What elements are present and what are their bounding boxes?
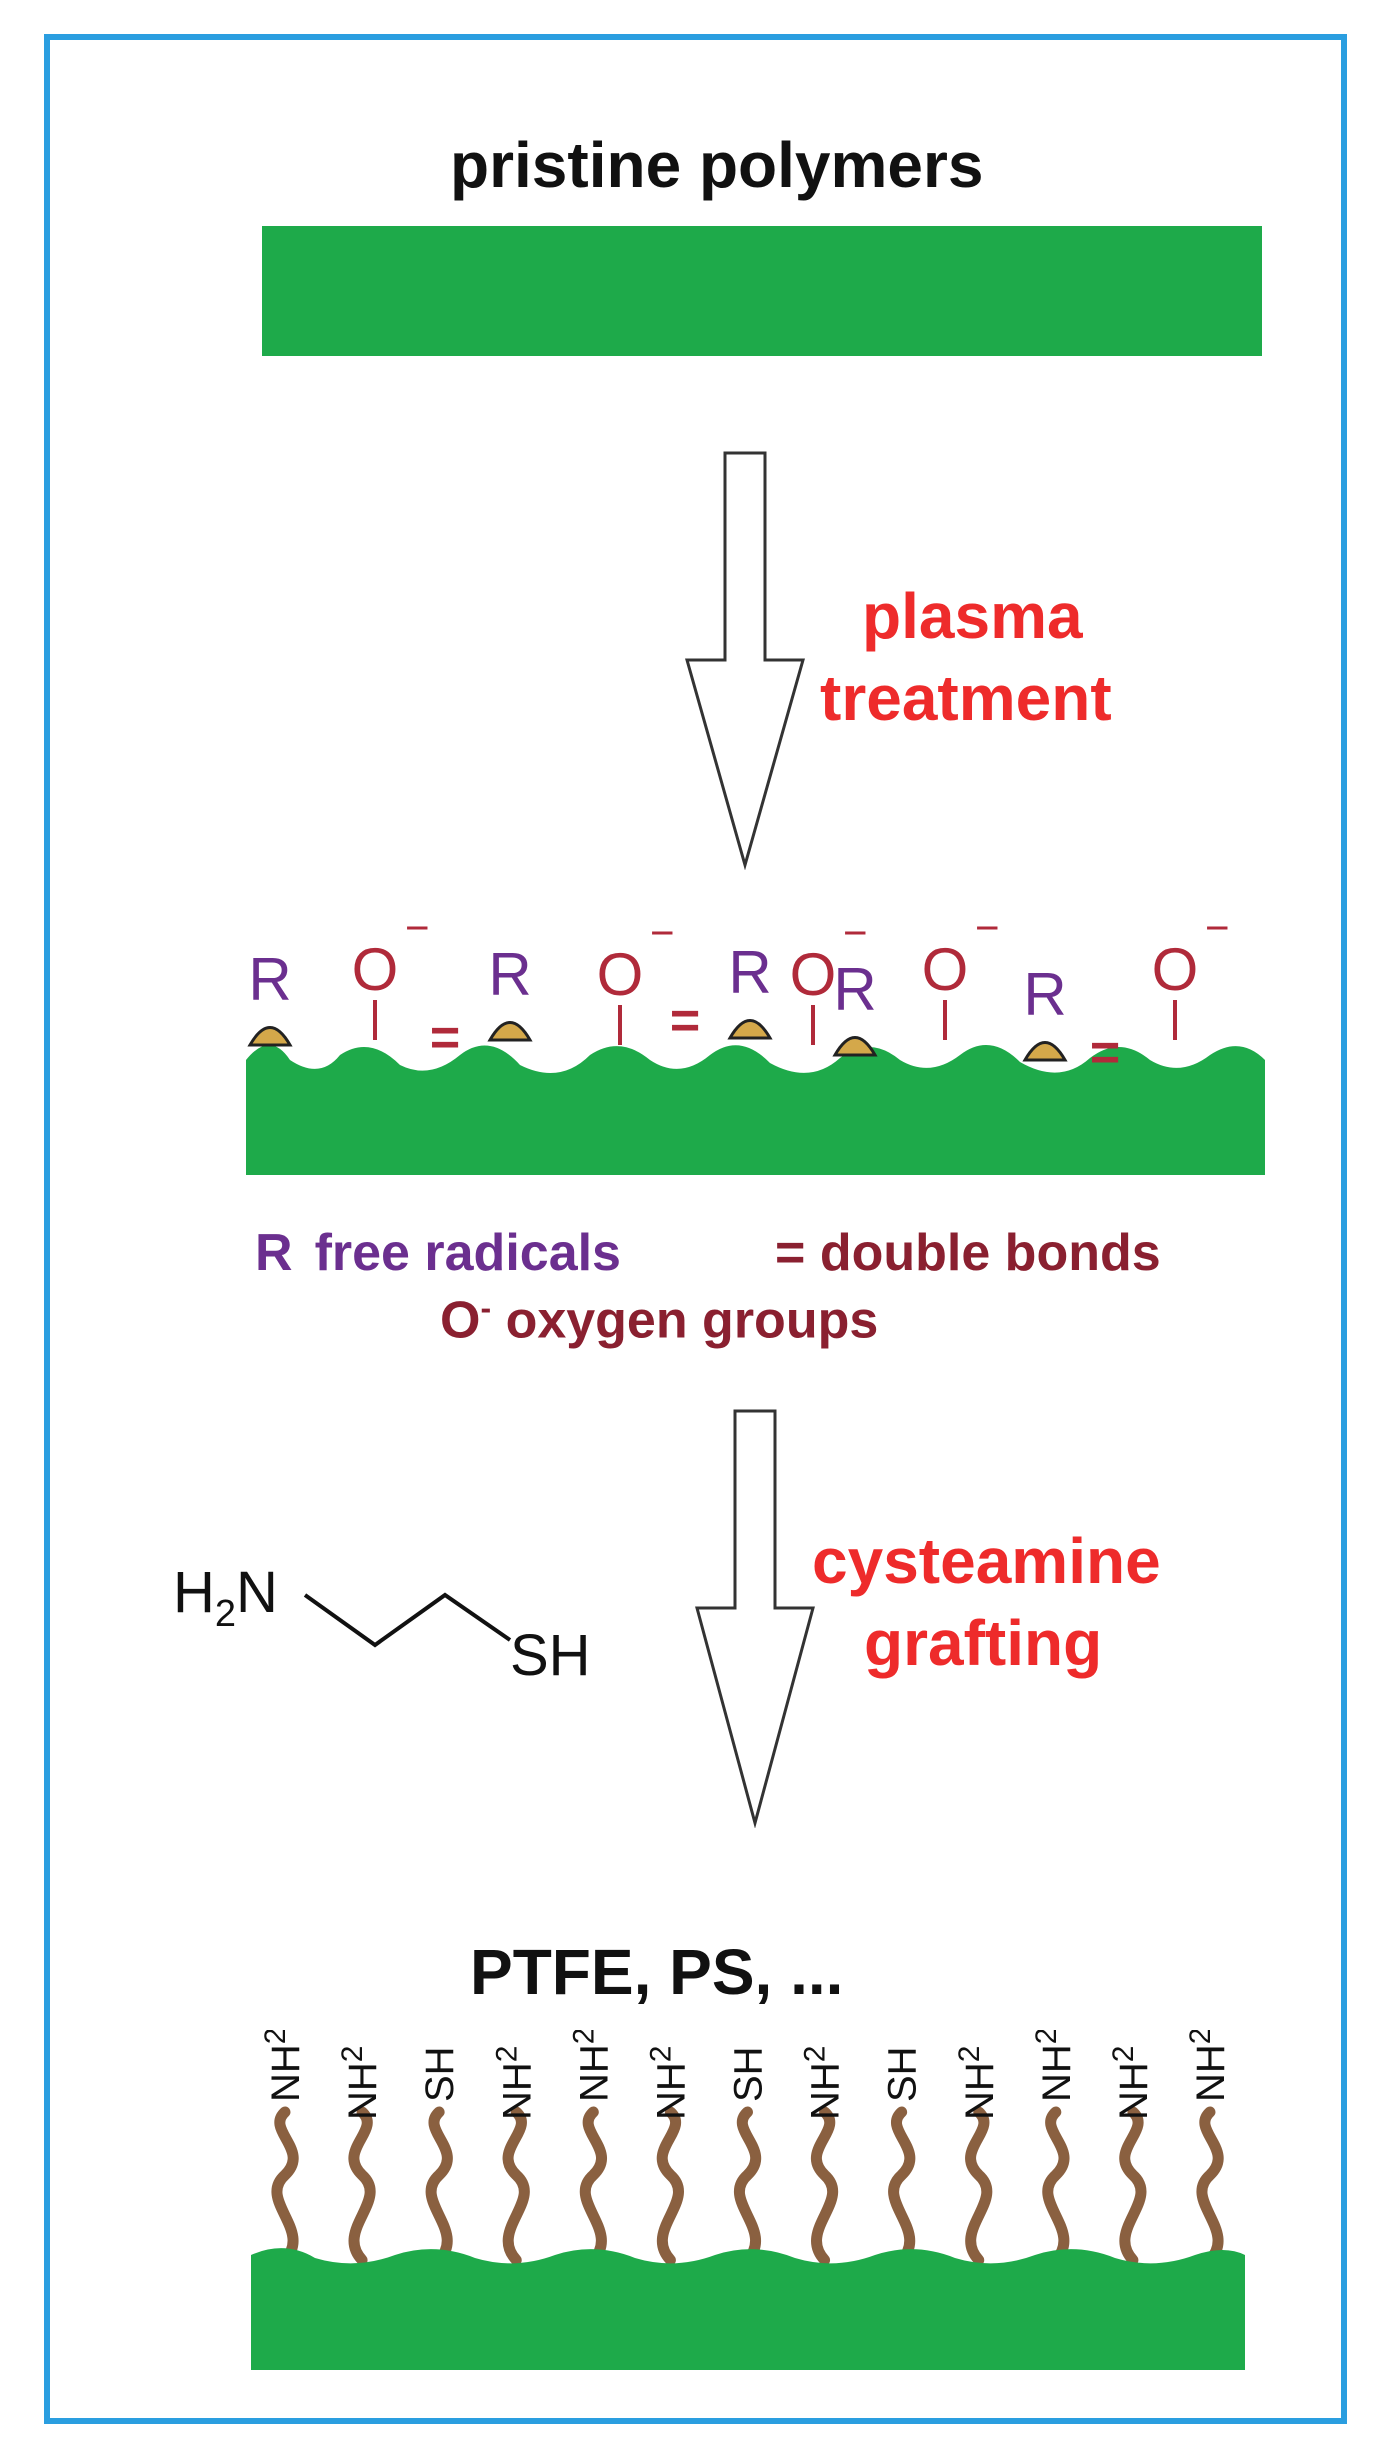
radical-bump — [487, 1021, 533, 1042]
grafted-group-label: NH2 — [336, 2046, 385, 2120]
grafted-group-label: SH — [727, 2046, 771, 2102]
oxygen-charge: − — [843, 920, 868, 956]
grafted-group-label: NH2 — [644, 2046, 693, 2120]
grafted-group-label: NH2 — [799, 2046, 848, 2120]
cysteamine-structure: H2N SH — [173, 1560, 591, 1688]
grafted-chain — [1119, 2106, 1147, 2266]
oxygen-label: O — [922, 936, 969, 1003]
plasma-treatment-label: plasma treatment — [820, 575, 1112, 739]
radical-bump — [727, 1019, 773, 1040]
legend-double-bond: = double bonds — [775, 1224, 1161, 1282]
double-bond-label: = — [670, 992, 700, 1050]
radical-label: R — [833, 956, 876, 1023]
grafted-chain — [656, 2106, 684, 2266]
cysteamine-grafting-line2: grafting — [864, 1607, 1103, 1679]
grafted-chain — [348, 2106, 376, 2266]
down-arrow-icon — [685, 451, 805, 870]
molecule-thiol: SH — [510, 1623, 591, 1688]
pristine-polymers-title: pristine polymers — [450, 129, 984, 201]
oxygen-charge: − — [1205, 920, 1230, 951]
grafted-group-label: NH2 — [953, 2046, 1002, 2120]
oxygen-charge: − — [405, 920, 430, 951]
radical-bump — [247, 1026, 293, 1047]
oxygen-label: O — [790, 941, 837, 1008]
grafted-chain — [502, 2106, 530, 2266]
grafted-group-label: NH2 — [1030, 2030, 1079, 2102]
cysteamine-grafting-line1: cysteamine — [812, 1525, 1161, 1597]
molecule-bonds — [303, 1592, 512, 1648]
grafted-group-label: NH2 — [259, 2030, 308, 2102]
radical-label: R — [488, 941, 531, 1008]
radical-label: R — [728, 939, 771, 1006]
grafted-chain — [965, 2106, 993, 2266]
grafted-chain — [1042, 2106, 1070, 2266]
pristine-polymer-slab — [262, 226, 1262, 356]
grafted-group-label: NH2 — [490, 2046, 539, 2120]
legend-oxygen-charge: - — [480, 1290, 492, 1326]
legend-radical-symbol: R — [255, 1224, 293, 1282]
radical-label: R — [1023, 961, 1066, 1028]
plasma-treatment-line1: plasma — [862, 580, 1083, 652]
grafted-chains: NH2 NH2 SH NH2 NH2 NH2 SH NH2 SH NH2 NH2 NH2 NH2 — [259, 2030, 1233, 2266]
grafted-polymer-surface: NH2 NH2 SH NH2 NH2 NH2 SH NH2 SH NH2 NH2 NH2 NH2 — [251, 2030, 1245, 2370]
legend-oxygen-text: oxygen groups — [505, 1291, 879, 1350]
figure-frame — [44, 34, 1347, 2424]
legend-oxygen: O- oxygen groups — [440, 1290, 878, 1350]
radical-bump — [832, 1036, 878, 1057]
molecule-amine: H2N — [173, 1560, 278, 1635]
legend-radical-text: free radicals — [314, 1224, 621, 1282]
grafted-group-label: NH2 — [1107, 2046, 1156, 2120]
oxygen-label: O — [1152, 936, 1199, 1003]
double-bond-label: = — [430, 1009, 460, 1067]
grafted-chain — [811, 2106, 838, 2266]
grafted-group-label: SH — [418, 2046, 462, 2102]
ptfe-ps-title: PTFE, PS, ... — [470, 1936, 844, 2008]
grafted-group-label: SH — [881, 2046, 925, 2102]
radical-label: R — [248, 946, 291, 1013]
oxygen-charge: − — [650, 920, 675, 956]
legend-oxygen-symbol: O — [440, 1291, 481, 1350]
plasma-treatment-line2: treatment — [820, 662, 1112, 734]
radical-bump — [1022, 1041, 1068, 1062]
grafted-chain — [888, 2106, 916, 2266]
double-bond-label: = — [1090, 1024, 1120, 1082]
grafted-chain — [271, 2106, 299, 2266]
oxygen-label: O — [352, 936, 399, 1003]
grafted-chain — [1196, 2106, 1224, 2266]
grafted-group-label: NH2 — [567, 2030, 616, 2102]
grafted-chain — [579, 2106, 607, 2266]
treated-slab — [246, 1045, 1265, 1175]
grafted-slab — [251, 2248, 1245, 2370]
grafted-chain — [425, 2106, 453, 2266]
down-arrow-icon — [695, 1409, 815, 1828]
grafted-group-label: NH2 — [1184, 2030, 1233, 2102]
cysteamine-grafting-label: cysteamine grafting — [812, 1520, 1161, 1684]
grafted-chain — [734, 2106, 762, 2266]
oxygen-charge: − — [975, 920, 1000, 951]
oxygen-label: O — [597, 941, 644, 1008]
